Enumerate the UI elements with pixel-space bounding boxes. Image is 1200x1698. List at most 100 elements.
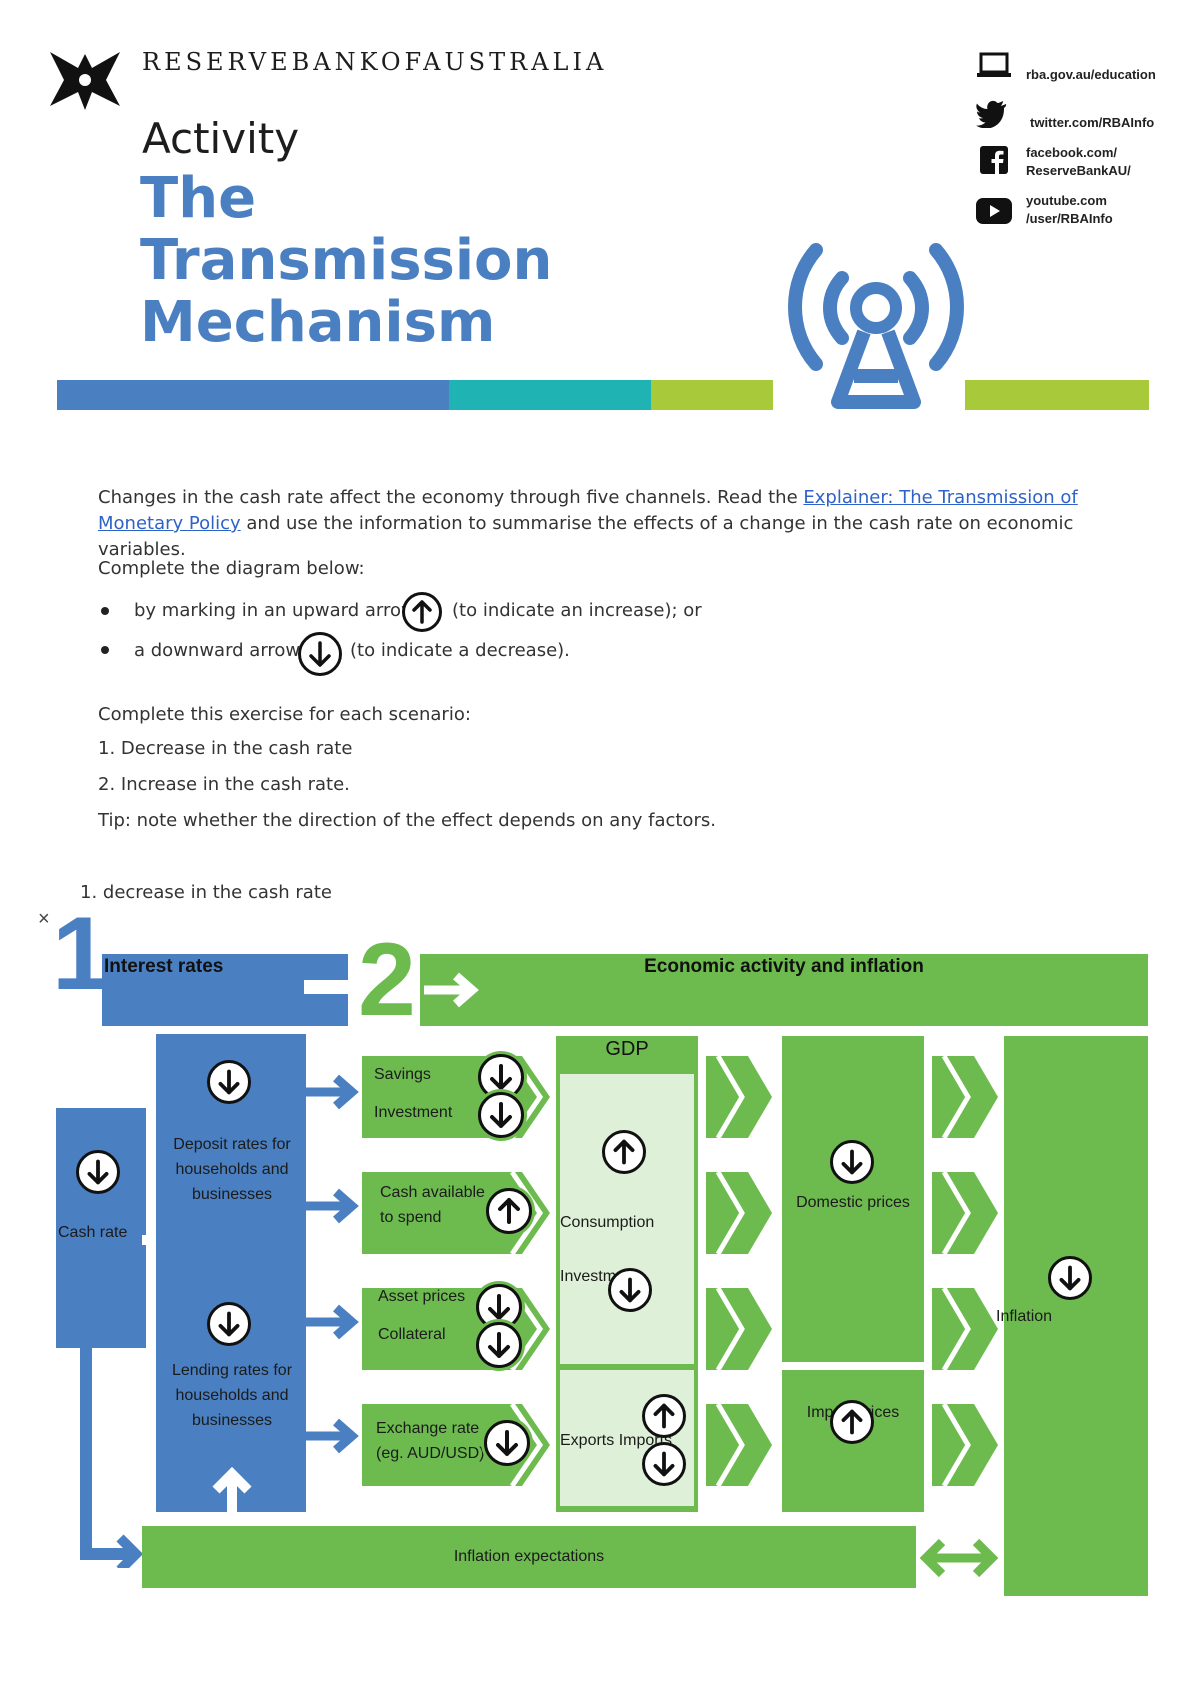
inflation-box bbox=[1004, 1036, 1148, 1596]
activity-label: Activity bbox=[142, 114, 300, 163]
inflation-expectations-bar bbox=[142, 1526, 916, 1588]
flow-chevron bbox=[706, 1054, 772, 1143]
banner-arrow-icon bbox=[422, 970, 482, 1015]
cash-rate-mark[interactable] bbox=[76, 1150, 120, 1194]
contact-youtube[interactable]: youtube.com /user/RBAInfo bbox=[1026, 193, 1113, 226]
up-arrow-icon bbox=[498, 1198, 520, 1224]
intro-text-2: and use the information to summarise the… bbox=[98, 513, 1074, 560]
bullet-up-suffix: (to indicate an increase); or bbox=[452, 600, 702, 621]
down-arrow-icon bbox=[218, 1069, 240, 1095]
down-arrow-icon bbox=[490, 1064, 512, 1090]
down-arrow-icon bbox=[490, 1102, 512, 1128]
inflation-mark[interactable] bbox=[1048, 1256, 1092, 1300]
imports-mark[interactable] bbox=[642, 1442, 686, 1486]
investment-label: Investment bbox=[374, 1104, 453, 1121]
exports-mark[interactable] bbox=[642, 1394, 686, 1438]
scenario-1: 1. Decrease in the cash rate bbox=[98, 738, 353, 759]
title-line-2: Transmission bbox=[140, 228, 553, 293]
title-line-1: The bbox=[140, 166, 257, 231]
up-arrow-icon bbox=[841, 1409, 863, 1435]
instruction-text: Complete the diagram below: bbox=[98, 558, 365, 579]
stripe-teal bbox=[449, 380, 651, 410]
lending-rates-label: Lending rates for households and busines… bbox=[171, 1362, 293, 1429]
rba-logo bbox=[48, 48, 122, 114]
youtube-icon bbox=[976, 198, 1012, 229]
domestic-prices-mark[interactable] bbox=[830, 1140, 874, 1184]
domestic-prices-label: Domestic prices bbox=[796, 1194, 910, 1211]
retail-rates-panel bbox=[156, 1034, 306, 1512]
up-arrow-icon bbox=[402, 592, 442, 632]
bullet-down-suffix: (to indicate a decrease). bbox=[350, 640, 570, 661]
collateral-mark[interactable] bbox=[476, 1322, 522, 1368]
economic-activity-label: Economic activity and inflation bbox=[644, 956, 924, 977]
inflation-label: Inflation bbox=[996, 1308, 1053, 1325]
contact-facebook[interactable]: facebook.com/ ReserveBankAU/ bbox=[1026, 145, 1131, 178]
up-arrow-icon bbox=[653, 1403, 675, 1429]
flow-chevron bbox=[706, 1170, 772, 1259]
stripe-lime-right bbox=[965, 380, 1149, 410]
consumption-mark[interactable] bbox=[602, 1130, 646, 1174]
down-arrow-icon bbox=[87, 1159, 109, 1185]
savings-label: Savings bbox=[374, 1066, 431, 1083]
flow-chevron bbox=[706, 1402, 772, 1491]
scenario-2: 2. Increase in the cash rate. bbox=[98, 774, 350, 795]
number-1: 1 bbox=[52, 896, 110, 1012]
gdp-domestic-box bbox=[560, 1074, 694, 1364]
close-mark[interactable]: × bbox=[38, 908, 50, 930]
exchange-rate-mark[interactable] bbox=[484, 1420, 530, 1466]
channel-arrow-icon bbox=[306, 1416, 360, 1461]
bullet-dot bbox=[101, 607, 109, 615]
scenario-intro: Complete this exercise for each scenario… bbox=[98, 704, 471, 725]
bullet-dot bbox=[101, 646, 109, 654]
explainer-link[interactable]: Explainer: The Transmission of Monetary … bbox=[98, 487, 1078, 534]
down-arrow-icon bbox=[496, 1430, 518, 1456]
domestic-prices-box bbox=[782, 1036, 924, 1362]
flow-chevron bbox=[706, 1286, 772, 1375]
flow-chevron bbox=[932, 1286, 998, 1375]
banner-connector bbox=[304, 980, 348, 994]
down-arrow-icon bbox=[841, 1149, 863, 1175]
flow-chevron bbox=[932, 1402, 998, 1491]
down-arrow-icon bbox=[619, 1277, 641, 1303]
title-line-3: Mechanism bbox=[140, 290, 496, 355]
channel-arrow-icon bbox=[306, 1072, 360, 1117]
laptop-icon bbox=[976, 52, 1012, 85]
lending-rates-mark[interactable] bbox=[207, 1302, 251, 1346]
cash-rate-label: Cash rate bbox=[58, 1224, 128, 1241]
two-way-arrow-icon bbox=[918, 1534, 1000, 1587]
interest-rates-label: Interest rates bbox=[104, 956, 224, 977]
cash-rate-box bbox=[56, 1108, 146, 1348]
flow-chevron bbox=[932, 1054, 998, 1143]
bullet-down-text: a downward arrow bbox=[134, 640, 301, 661]
gdp-investment-mark[interactable] bbox=[608, 1268, 652, 1312]
channel-arrow-icon bbox=[306, 1302, 360, 1347]
contact-website[interactable]: rba.gov.au/education bbox=[1026, 67, 1156, 82]
exports-imports-label: Exports Imports bbox=[560, 1432, 673, 1449]
down-arrow-icon bbox=[298, 632, 342, 676]
cash-to-expectations-arrow bbox=[80, 1348, 150, 1574]
facebook-icon bbox=[980, 146, 1008, 179]
header-stripe bbox=[57, 380, 1149, 410]
down-arrow-icon bbox=[1059, 1265, 1081, 1291]
org-name: RESERVEBANKOFAUSTRALIA bbox=[142, 48, 608, 76]
deposit-rates-mark[interactable] bbox=[207, 1060, 251, 1104]
tip-text: Tip: note whether the direction of the e… bbox=[98, 810, 716, 831]
economic-activity-banner bbox=[420, 954, 1148, 1026]
cash-available-label: Cash available to spend bbox=[380, 1184, 485, 1226]
cash-available-mark[interactable] bbox=[486, 1188, 532, 1234]
bullet-up-text: by marking in an upward arrow bbox=[134, 600, 416, 621]
contact-twitter[interactable]: twitter.com/RBAInfo bbox=[1030, 115, 1155, 130]
asset-prices-label: Asset prices bbox=[378, 1288, 466, 1305]
deposit-rates-label: Deposit rates for households and busines… bbox=[173, 1136, 291, 1203]
investment-mark[interactable] bbox=[478, 1092, 524, 1138]
section-heading: 1. decrease in the cash rate bbox=[80, 882, 332, 903]
page-title: The Transmission Mechanism bbox=[140, 168, 552, 354]
up-arrow-icon bbox=[613, 1139, 635, 1165]
up-into-panel-arrow-icon bbox=[208, 1464, 256, 1533]
down-arrow-icon bbox=[488, 1294, 510, 1320]
gdp-label: GDP bbox=[605, 1038, 649, 1060]
intro-text-1: Changes in the cash rate affect the econ… bbox=[98, 487, 804, 508]
import-prices-mark[interactable] bbox=[830, 1400, 874, 1444]
down-arrow-icon bbox=[218, 1311, 240, 1337]
channel-arrow-icon bbox=[306, 1186, 360, 1231]
